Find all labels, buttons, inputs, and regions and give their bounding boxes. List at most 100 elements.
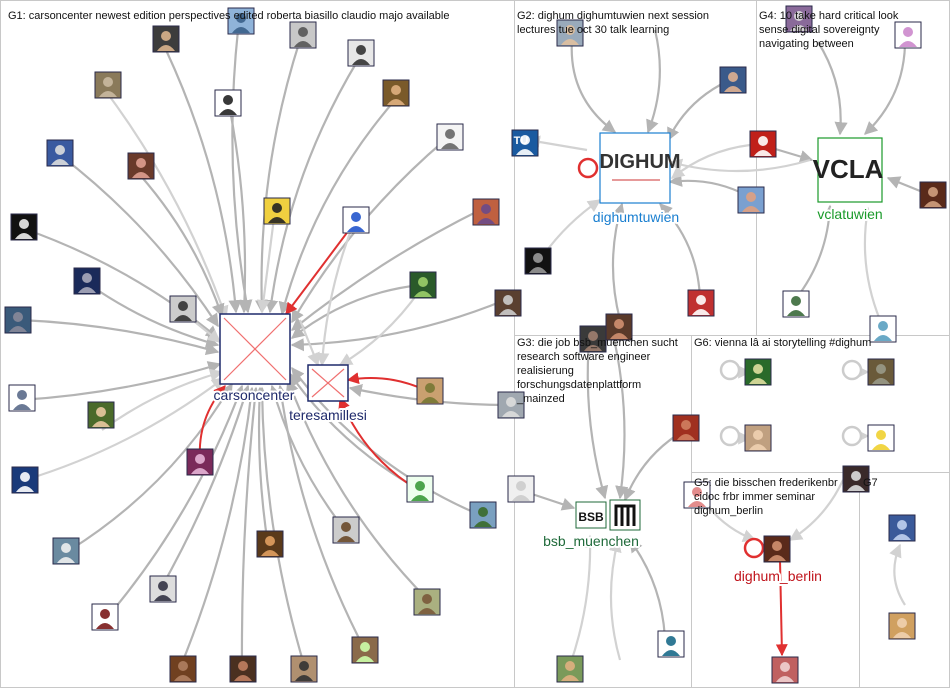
graph-edge	[89, 284, 220, 349]
avatar-node[interactable]	[719, 66, 747, 94]
group-title-g7: G7	[863, 477, 878, 489]
avatar-node[interactable]	[382, 79, 410, 107]
avatar-node[interactable]	[169, 655, 197, 683]
group-title-g4: G4: 10 take hard critical look sense dig…	[759, 10, 901, 50]
avatar-node[interactable]	[469, 501, 497, 529]
graph-edge	[240, 386, 262, 669]
avatar-node[interactable]	[683, 481, 711, 509]
avatar-node[interactable]	[888, 612, 916, 640]
dighumtuwien-node[interactable]	[599, 132, 671, 204]
graph-edge	[264, 59, 359, 314]
avatar-node[interactable]	[494, 289, 522, 317]
avatar-node[interactable]	[229, 655, 257, 683]
teresamillesi-node[interactable]	[307, 364, 349, 402]
group-title-g2: G2: dighum dighumtuwien next session lec…	[517, 10, 712, 36]
avatar-node[interactable]	[149, 575, 177, 603]
avatar-node[interactable]	[52, 537, 80, 565]
avatar-node[interactable]	[556, 655, 584, 683]
avatar-node[interactable]	[744, 358, 772, 386]
avatar-node[interactable]	[737, 186, 765, 214]
avatar-node[interactable]	[409, 271, 437, 299]
avatar-node[interactable]	[472, 198, 500, 226]
nodes-layer	[4, 5, 947, 684]
graph-edge	[254, 39, 302, 314]
avatar-node[interactable]	[214, 89, 242, 117]
avatar-node[interactable]	[91, 603, 119, 631]
avatar-node[interactable]	[416, 377, 444, 405]
graph-edge	[290, 298, 506, 352]
avatar-node[interactable]	[169, 295, 197, 323]
avatar-node[interactable]	[782, 290, 810, 318]
avatar-node[interactable]	[290, 655, 318, 683]
avatar-node[interactable]	[888, 514, 916, 542]
avatar-node[interactable]	[227, 7, 255, 35]
avatar-node[interactable]	[672, 414, 700, 442]
dighum-berlin-self-loop-icon	[743, 537, 765, 559]
graph-edge	[668, 173, 747, 196]
avatar-node[interactable]	[11, 466, 39, 494]
avatar-node[interactable]	[763, 535, 791, 563]
avatar-node[interactable]	[749, 130, 777, 158]
avatar-node[interactable]	[869, 315, 897, 343]
avatar-node[interactable]	[4, 306, 32, 334]
avatar-node[interactable]	[524, 247, 552, 275]
avatar-node[interactable]	[507, 475, 535, 503]
graph-edge	[889, 543, 906, 606]
graph-edge	[290, 209, 481, 331]
graph-edge	[608, 538, 622, 661]
avatar-node[interactable]	[8, 384, 36, 412]
avatar-node[interactable]	[10, 213, 38, 241]
avatar-node[interactable]	[332, 516, 360, 544]
avatar-node[interactable]	[867, 358, 895, 386]
avatar-node[interactable]	[186, 448, 214, 476]
avatar-node[interactable]	[263, 197, 291, 225]
hub-label-vclatuwien: vclatuwien	[817, 206, 882, 222]
hub-label-teresamillesi: teresamillesi	[289, 407, 367, 423]
hub-label-dighumtuwien: dighumtuwien	[593, 209, 679, 225]
avatar-node[interactable]	[127, 152, 155, 180]
avatar-node[interactable]	[919, 181, 947, 209]
avatar-node[interactable]	[687, 289, 715, 317]
avatar-node[interactable]	[73, 267, 101, 295]
avatar-node[interactable]	[256, 530, 284, 558]
avatar-node[interactable]	[497, 391, 525, 419]
bsb-muenchen-node[interactable]	[575, 501, 607, 529]
graph-edge	[59, 154, 219, 328]
avatar-node[interactable]	[87, 401, 115, 429]
graph-edge	[24, 377, 226, 482]
avatar-node[interactable]	[46, 139, 74, 167]
hub-label-bsb-muenchen: bsb_muenchen	[543, 533, 639, 549]
graph-edge	[610, 329, 629, 500]
avatar-node[interactable]	[413, 588, 441, 616]
avatar-node[interactable]	[657, 630, 685, 658]
group-title-g5: G5: die bisschen frederikenbr cidoc frbr…	[694, 477, 841, 517]
avatar-node[interactable]	[351, 636, 379, 664]
vclatuwien-node[interactable]	[817, 137, 883, 203]
avatar-node[interactable]	[867, 424, 895, 452]
avatar-node[interactable]	[436, 123, 464, 151]
avatar-node[interactable]	[771, 656, 799, 684]
graph-edge	[19, 318, 220, 356]
avatar-node[interactable]	[894, 21, 922, 49]
avatar-node[interactable]	[347, 39, 375, 67]
avatar-node[interactable]	[744, 424, 772, 452]
avatar-node[interactable]	[289, 21, 317, 49]
hub-label-carsoncenter: carsoncenter	[214, 387, 295, 403]
graph-edge	[775, 559, 788, 657]
carsoncenter-node[interactable]	[219, 313, 291, 385]
dighum-self-loop-icon	[577, 157, 599, 179]
avatar-node[interactable]	[556, 19, 584, 47]
avatar-node[interactable]	[342, 206, 370, 234]
avatar-node[interactable]	[842, 465, 870, 493]
avatar-node[interactable]	[406, 475, 434, 503]
vcla-logo-text: VCLA	[813, 154, 884, 184]
avatar-node[interactable]	[511, 129, 539, 157]
avatar-node[interactable]	[579, 325, 607, 353]
avatar-node[interactable]	[785, 5, 813, 33]
group-title-g3: G3: die job bsb_muenchen sucht research …	[516, 337, 681, 405]
avatar-node[interactable]	[94, 71, 122, 99]
avatar-node[interactable]	[152, 25, 180, 53]
graph-edge	[165, 49, 242, 314]
avatar-node[interactable]	[605, 313, 633, 341]
